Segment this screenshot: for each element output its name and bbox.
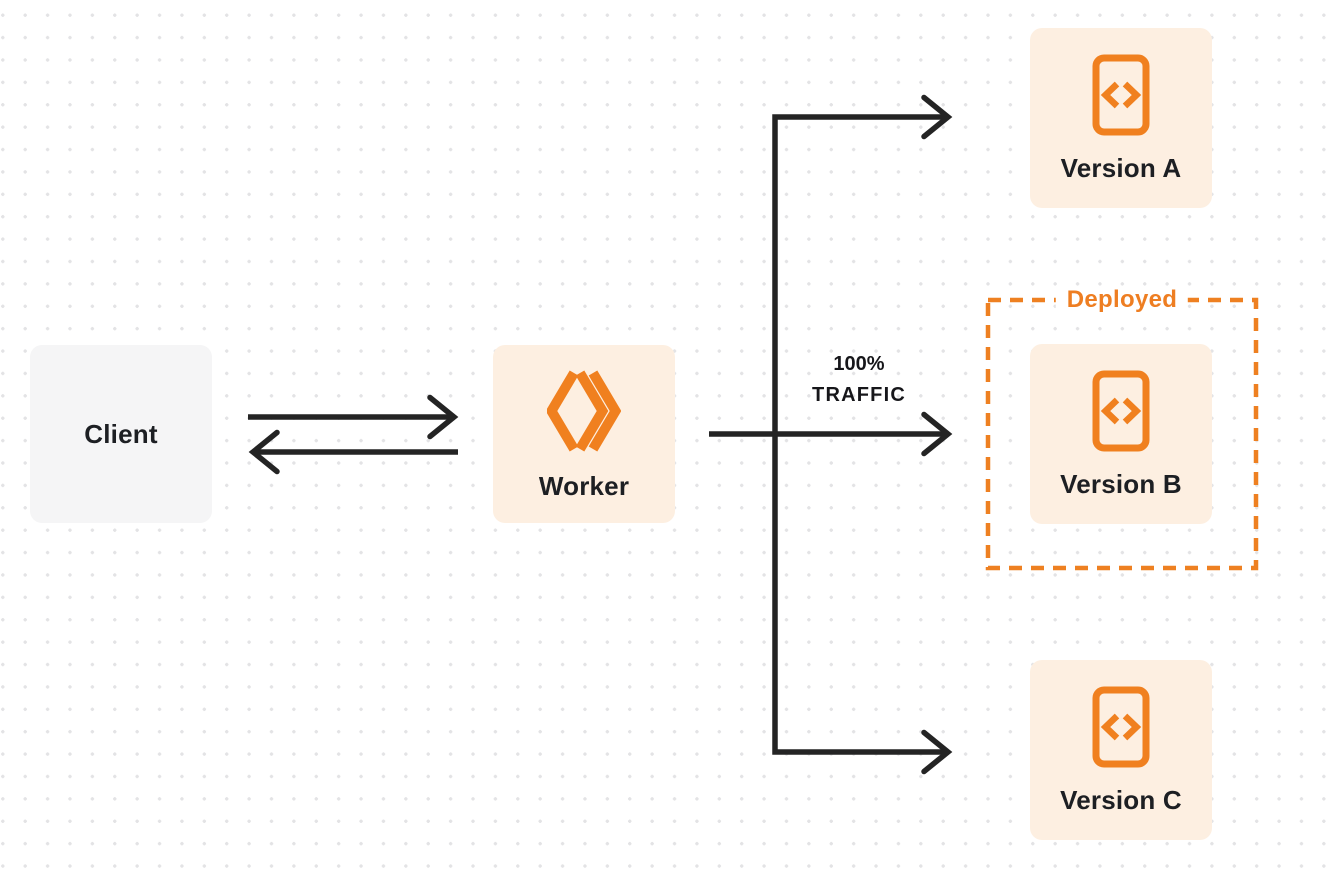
worker-to-client-arrowhead	[248, 429, 280, 475]
worker-to-version-a-arrowhead	[921, 94, 953, 140]
version-b-node: Version B	[1030, 344, 1212, 524]
traffic-percent-text: 100%	[833, 353, 885, 375]
worker-to-version-c-arrowhead	[921, 729, 953, 775]
code-file-icon	[1092, 686, 1150, 768]
version-b-label: Version B	[1060, 469, 1182, 499]
deployed-label: Deployed	[1055, 286, 1189, 314]
traffic-annotation: 100% TRAFFIC	[812, 349, 906, 411]
version-c-node: Version C	[1030, 660, 1212, 840]
code-file-icon	[1092, 370, 1150, 452]
version-c-label: Version C	[1060, 785, 1182, 815]
version-a-label: Version A	[1060, 153, 1182, 183]
client-to-worker-arrowhead	[427, 394, 459, 440]
version-a-node: Version A	[1030, 28, 1212, 208]
worker-label: Worker	[538, 471, 630, 501]
branch-trunk	[772, 114, 944, 755]
client-node: Client	[30, 345, 212, 523]
worker-to-version-b-arrowhead	[921, 411, 953, 457]
code-file-icon	[1092, 54, 1150, 136]
traffic-word-text: TRAFFIC	[812, 384, 906, 406]
client-label: Client	[84, 418, 158, 449]
cloudflare-workers-icon	[547, 370, 621, 452]
worker-node: Worker	[493, 345, 675, 523]
